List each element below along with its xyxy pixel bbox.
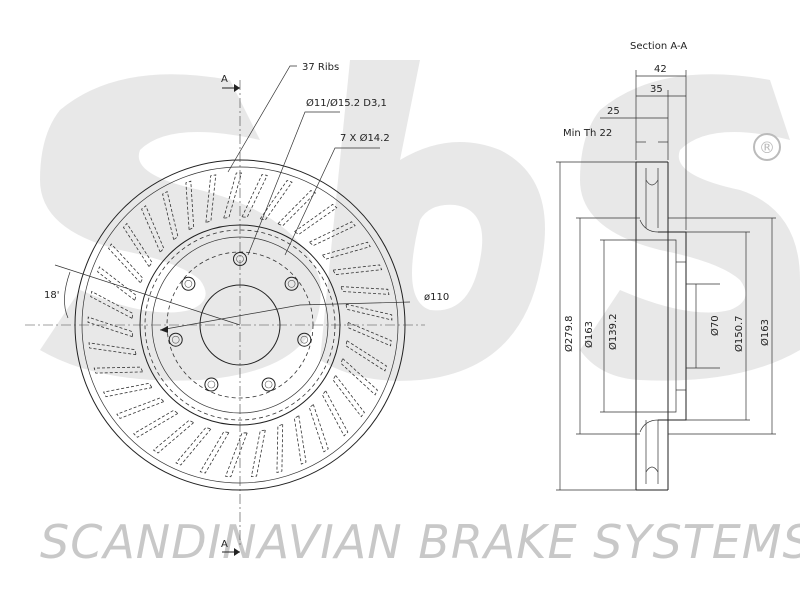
rib	[308, 221, 356, 247]
bolt-hole	[168, 332, 183, 347]
rib	[225, 432, 248, 478]
hat-profile	[668, 231, 687, 421]
section-mark-top: A	[221, 74, 228, 85]
rib	[340, 286, 390, 295]
rib	[133, 409, 179, 438]
bolt-hole-inner	[184, 279, 193, 288]
bolt-holes	[168, 252, 312, 392]
hole-leader	[247, 111, 340, 256]
bolt-hole-inner	[171, 335, 180, 344]
section-title: Section A-A	[630, 41, 687, 52]
rib	[308, 403, 329, 453]
bore-leader	[159, 301, 411, 331]
bolt-hole	[284, 276, 299, 291]
registered-mark: ®	[753, 133, 781, 161]
dia-bore: Ø70	[709, 315, 721, 336]
ribs-label: 37 Ribs	[302, 62, 339, 73]
center-bore-label: ø110	[424, 292, 449, 303]
angle-arc	[64, 271, 71, 319]
angle-label: 18'	[44, 290, 59, 301]
section-mark-bottom: A	[221, 539, 228, 550]
rib	[90, 290, 134, 320]
rib	[347, 321, 392, 347]
dim-hat-height: 35	[650, 84, 663, 95]
sbs-watermark-logo	[40, 60, 800, 381]
rib	[199, 431, 230, 474]
bolt-hole	[181, 276, 196, 291]
section-view: Section A-A 42 35 25 Min Th 22	[556, 41, 776, 491]
rib	[122, 222, 153, 268]
rib	[205, 174, 217, 224]
bolt-hole-inner	[207, 380, 216, 389]
bolt-hole-inner	[300, 335, 309, 344]
rib	[108, 243, 144, 284]
ventilation-ribs	[87, 172, 393, 478]
min-thickness: Min Th 22	[563, 128, 612, 139]
bolt-hole	[204, 377, 219, 392]
rib	[87, 316, 134, 338]
dia-outer: Ø279.8	[563, 316, 575, 353]
rib	[152, 419, 195, 454]
rib	[345, 340, 387, 372]
bolt-hole	[261, 377, 276, 392]
hole-label: Ø11/Ø15.2 D3,1	[306, 97, 387, 109]
dim-total-thickness: 42	[654, 64, 667, 75]
rib	[175, 427, 212, 466]
dim-offset: 25	[607, 106, 620, 117]
company-watermark-text: SCANDINAVIAN BRAKE SYSTEMS	[40, 515, 800, 569]
rib	[102, 382, 153, 398]
rib	[93, 366, 144, 374]
rib	[340, 357, 378, 396]
rib	[162, 190, 179, 241]
dia-pcd: Ø150.7	[733, 316, 745, 353]
dia-right: Ø163	[759, 319, 771, 346]
ribs-leader	[227, 65, 297, 173]
dia-hat: Ø139.2	[607, 314, 619, 351]
rib	[321, 241, 371, 260]
rib	[276, 423, 284, 474]
rib	[321, 390, 349, 437]
rib	[332, 264, 383, 276]
rib	[223, 172, 243, 219]
rib	[293, 203, 338, 235]
rib	[345, 303, 393, 321]
dia-friction-inner: Ø163	[583, 321, 595, 348]
bolt-hole-inner	[287, 279, 296, 288]
rib	[277, 190, 317, 227]
registered-symbol: ®	[759, 138, 775, 157]
rib	[185, 180, 195, 231]
rib	[332, 374, 365, 418]
rib	[250, 429, 266, 478]
bolt-label: 7 X Ø14.2	[340, 132, 390, 144]
bolt-hole-inner	[264, 380, 273, 389]
bolt-hole	[297, 332, 312, 347]
angle-ref-line	[54, 264, 241, 326]
front-view: A A 37 Ribs Ø11/Ø15.2 D3,1 7 X Ø14.2 18'…	[25, 62, 449, 556]
rib	[241, 174, 268, 218]
rib	[116, 397, 165, 419]
rib	[97, 266, 137, 301]
rib	[259, 180, 293, 221]
rib	[88, 342, 137, 356]
rib	[141, 205, 165, 253]
rib	[293, 414, 307, 465]
bolt-leader	[284, 147, 380, 256]
